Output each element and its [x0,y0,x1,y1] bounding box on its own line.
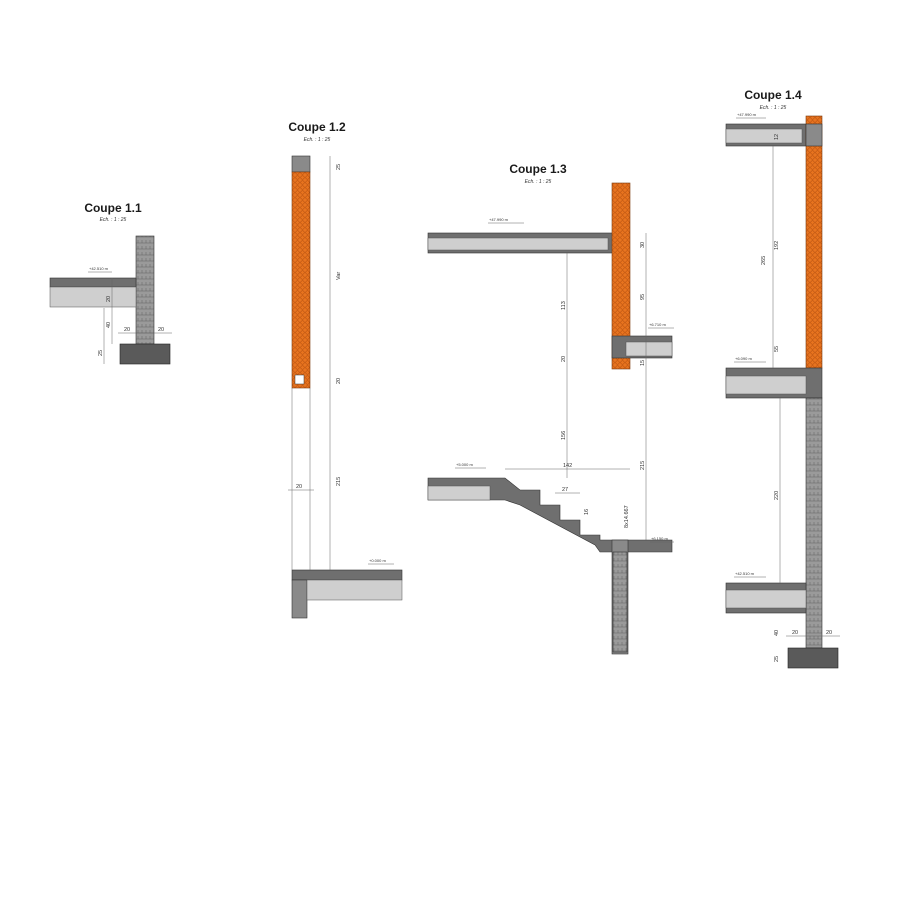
dimension-label: 215 [640,461,646,470]
dimension-label: Var [336,272,342,280]
dimension-label: 20 [792,630,798,636]
dimension-label: 25 [98,350,104,356]
level-marker: +6.150 m [651,536,668,541]
dimension-label: 12 [774,134,780,140]
mid-screed [625,341,673,357]
roof-screed [725,128,803,144]
dimension-label: 215 [336,477,342,486]
floor-slab [291,569,403,581]
dimension-label: 16 [584,509,590,515]
level-marker: +47.990 m [489,217,509,222]
dimension-label: 265 [761,256,767,265]
section-scale: Ech. : 1 : 25 [525,179,552,185]
dimension-label: 55 [774,346,780,352]
upper-screed [427,237,609,251]
floor-screed [725,589,807,609]
dimension-label: 30 [640,242,646,248]
brick-wall [611,182,631,370]
level-marker: +6.710 m [649,322,666,327]
dimension-label: 25 [336,164,342,170]
dimension-label: 20 [106,296,112,302]
lower-wall [291,579,308,619]
lintel [294,374,305,385]
footing [787,647,839,669]
block-wall [135,235,155,345]
dimension-label: 20 [336,378,342,384]
mid-screed [725,375,807,395]
dimension-label: 20 [124,327,130,333]
floor-screed [49,286,137,308]
section-title: Coupe 1.4 [744,88,802,102]
dimension-label: 156 [561,431,567,440]
dimension-label: 95 [640,294,646,300]
dimension-label: 8x14.667 [624,505,630,528]
level-marker: +6.090 m [735,356,752,361]
section-scale: Ech. : 1 : 25 [760,105,787,111]
section-1-1: Coupe 1.1 Ech. : 1 : 25 +42.510 m 20 40 … [49,201,172,365]
landing-screed [427,485,491,501]
dimension-label: 192 [774,241,780,250]
section-scale: Ech. : 1 : 25 [304,137,331,143]
block-wall [612,551,628,653]
block-wall [805,397,823,649]
dimension-label: 40 [106,322,112,328]
level-marker: +42.510 m [89,266,109,271]
level-marker: +47.990 m [737,112,757,117]
section-title: Coupe 1.3 [509,162,567,176]
dimension-label: 20 [561,356,567,362]
footing [119,343,171,365]
dimension-label: 142 [563,463,572,469]
dimension-label: 20 [296,484,302,490]
brick-wall [805,115,823,369]
dimension-label: 113 [561,301,567,310]
dimension-label: 27 [562,487,568,493]
section-title: Coupe 1.2 [288,120,346,134]
section-1-3: Coupe 1.3 Ech. : 1 : 25 +47.990 m +6.710… [427,162,674,655]
section-1-2: Coupe 1.2 Ech. : 1 : 25 25 Var 20 215 20… [288,120,403,619]
wall-cap [805,123,823,147]
dimension-label: 20 [158,327,164,333]
dimension-label: 220 [774,491,780,500]
level-marker: +42.510 m [735,571,755,576]
wall-cap [291,155,311,173]
dimension-label: 25 [774,656,780,662]
brick-wall [291,171,311,389]
floor-slab [49,277,137,288]
level-marker: +5.000 m [456,462,473,467]
level-marker: +0.000 m [369,558,386,563]
section-title: Coupe 1.1 [84,201,142,215]
dimension-label: 15 [640,360,646,366]
dimension-label: 20 [826,630,832,636]
dimension-label: 40 [774,630,780,636]
section-scale: Ech. : 1 : 25 [100,217,127,223]
floor-screed [306,579,403,601]
section-1-4: Coupe 1.4 Ech. : 1 : 25 +47.990 m +6.090… [725,88,840,669]
